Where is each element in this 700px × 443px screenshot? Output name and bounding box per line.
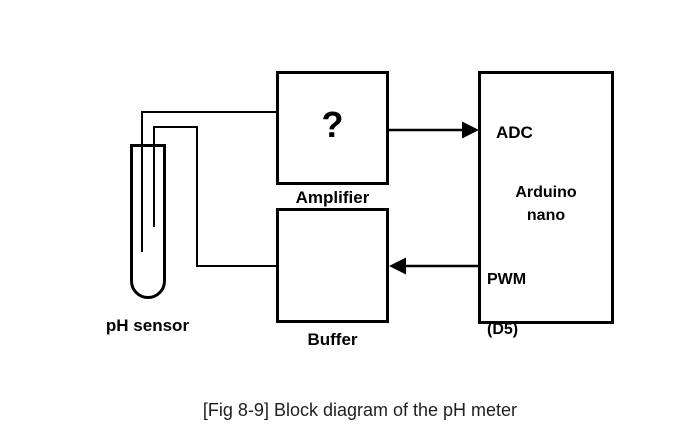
pwm-port-label: PWM (D5) xyxy=(487,242,526,367)
arduino-name-line1: Arduino xyxy=(515,184,577,201)
buffer-block xyxy=(276,208,389,323)
ph-sensor-tube xyxy=(130,144,166,299)
wire-sensor-to-buffer xyxy=(153,126,276,267)
amplifier-block: ? xyxy=(276,71,389,185)
arrowhead-left-icon xyxy=(389,257,406,275)
arduino-block xyxy=(478,71,614,324)
amplifier-unknown-symbol: ? xyxy=(321,104,344,145)
adc-port-label: ADC xyxy=(496,123,533,142)
arduino-name-line2: nano xyxy=(526,207,566,224)
buffer-label: Buffer xyxy=(307,330,358,349)
arrow-amplifier-to-adc xyxy=(389,121,479,139)
arduino-name-label: Arduino nano xyxy=(478,181,614,227)
amplifier-label: Amplifier xyxy=(295,188,370,207)
arrow-pwm-to-buffer xyxy=(389,257,479,275)
wire-sensor-to-amplifier xyxy=(141,111,276,252)
figure-caption: [Fig 8-9] Block diagram of the pH meter xyxy=(202,400,518,420)
ph-sensor-label: pH sensor xyxy=(105,316,190,335)
arrowhead-right-icon xyxy=(462,121,479,139)
pwm-port-line2: (D5) xyxy=(487,321,519,338)
pwm-port-line1: PWM xyxy=(487,271,527,288)
